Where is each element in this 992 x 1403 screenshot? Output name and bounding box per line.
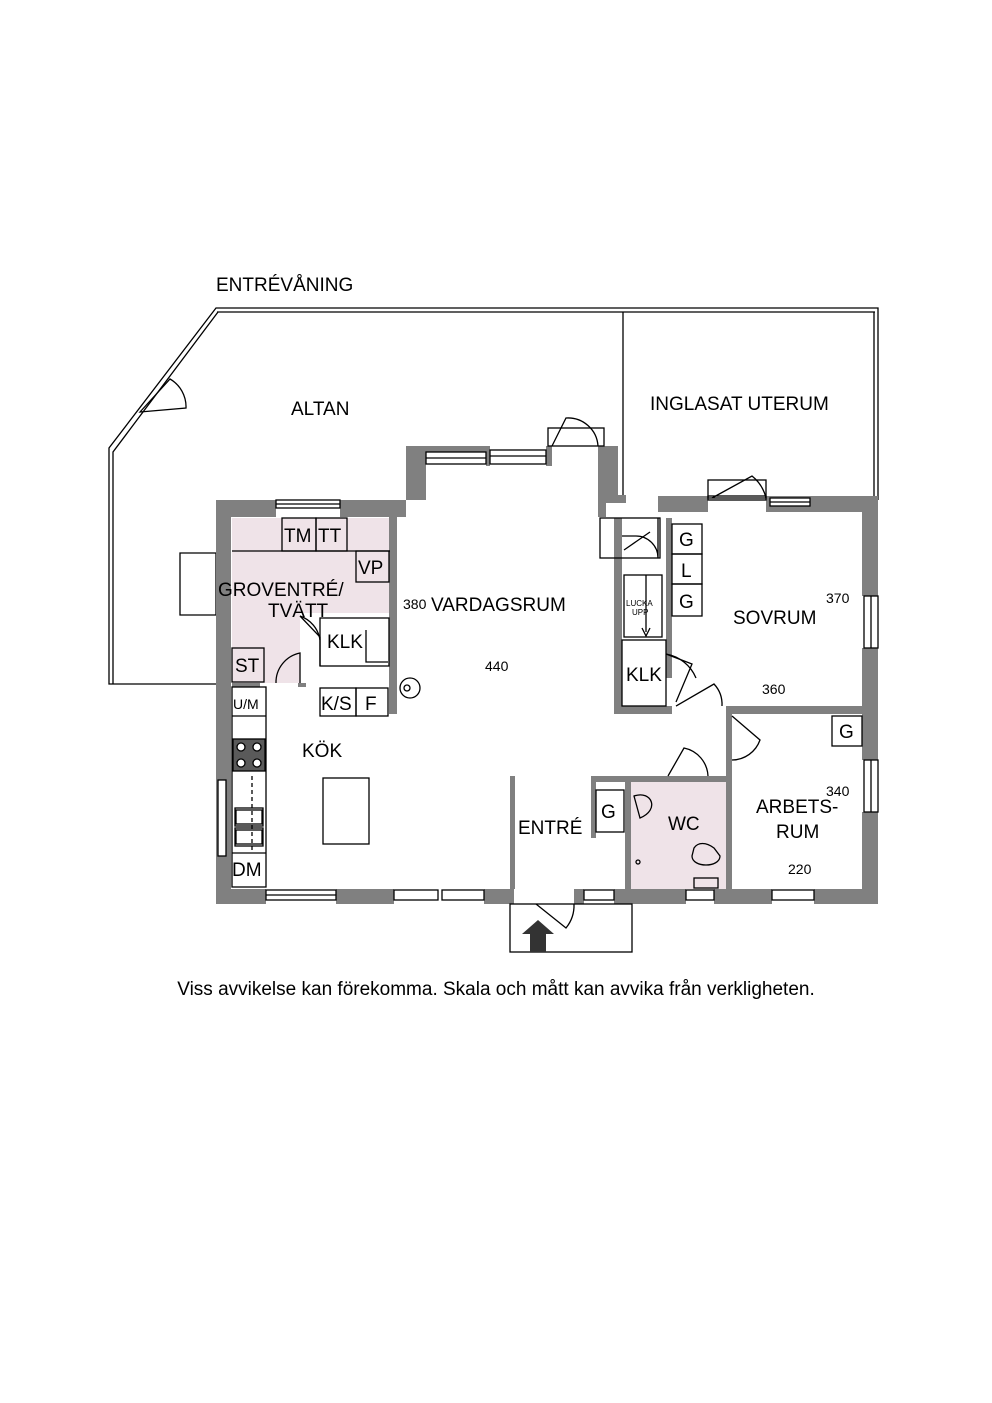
fixture-g-arbetsrum: G — [839, 722, 854, 743]
room-arbetsrum-line2: RUM — [776, 822, 819, 843]
fixture-ks: K/S — [321, 694, 352, 715]
fixture-klk-hall: KLK — [626, 665, 662, 686]
room-kok: KÖK — [302, 741, 342, 762]
fixture-um: U/M — [233, 696, 259, 712]
floor-title: ENTRÉVÅNING — [216, 275, 354, 296]
fixture-l: L — [681, 561, 692, 582]
fixture-vp: VP — [358, 558, 383, 579]
fixture-tm: TM — [284, 526, 311, 547]
fixture-f: F — [365, 694, 377, 715]
hatch-box — [623, 574, 663, 638]
room-entre: ENTRÉ — [518, 818, 582, 839]
fixture-g-entre: G — [601, 802, 616, 823]
vp-box — [355, 550, 390, 583]
dim-vardagsrum-w: 380 — [403, 596, 427, 612]
g-arbetsrum-box — [831, 715, 863, 747]
kitchen-island — [322, 777, 370, 845]
room-arbetsrum-line1: ARBETS- — [756, 797, 838, 818]
fixture-tt: TT — [318, 526, 342, 547]
dim-sovrum-w: 370 — [826, 590, 850, 606]
fixture-hatch-line2: UPP — [632, 608, 648, 617]
fixture-g1: G — [679, 530, 694, 551]
disclaimer: Viss avvikelse kan förekomma. Skala och … — [177, 979, 815, 1000]
room-groventre-line1: GROVENTRÉ/ — [218, 580, 344, 601]
dim-arbetsrum-w: 340 — [826, 783, 850, 799]
room-wc: WC — [668, 814, 700, 835]
entrance-arrow-icon — [522, 920, 554, 952]
walls — [216, 446, 878, 904]
g2-box — [671, 583, 703, 617]
g-entre-box — [595, 789, 625, 833]
dim-arbetsrum-d: 220 — [788, 861, 812, 877]
fixture-hatch-line1: LUCKA — [626, 599, 653, 608]
interior-lines — [217, 417, 879, 953]
dim-sovrum-d: 360 — [762, 681, 786, 697]
room-sovrum: SOVRUM — [733, 608, 816, 629]
f-box — [355, 687, 389, 717]
dim-vardagsrum-d: 440 — [485, 658, 509, 674]
room-uterum: INGLASAT UTERUM — [650, 394, 829, 415]
fixture-dm: DM — [232, 860, 262, 881]
room-vardagsrum: VARDAGSRUM — [431, 595, 566, 616]
st-box — [231, 647, 265, 683]
laundry-floor — [232, 518, 390, 683]
fixture-klk-laundry: KLK — [327, 632, 363, 653]
wc-floor — [631, 779, 726, 889]
fixture-g2: G — [679, 592, 694, 613]
room-altan: ALTAN — [291, 399, 349, 420]
room-groventre-line2: TVÄTT — [268, 601, 329, 622]
klk-hall-box — [621, 639, 667, 707]
fixture-st: ST — [235, 656, 260, 677]
